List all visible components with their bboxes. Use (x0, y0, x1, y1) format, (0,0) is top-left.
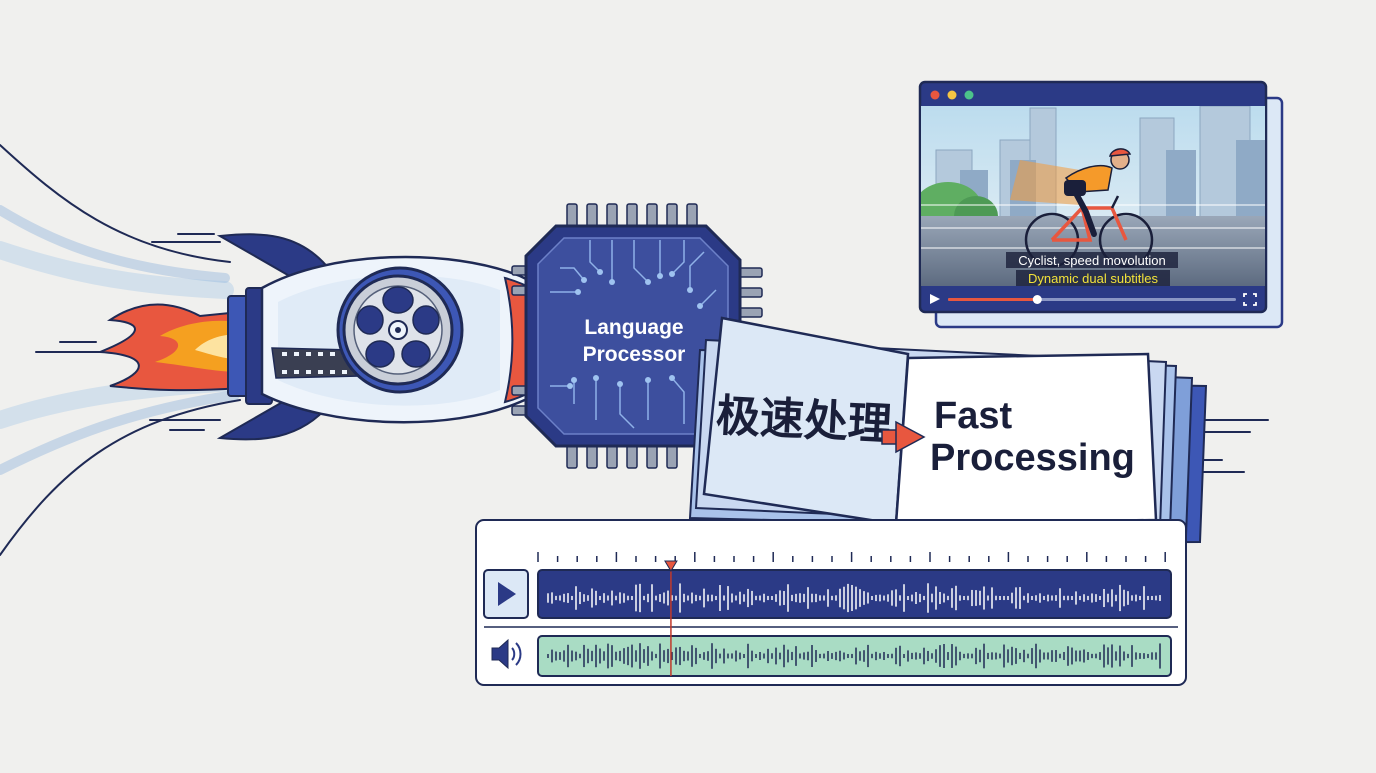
processor-label-line1: Language (584, 316, 683, 339)
video-progress-fill (948, 298, 1038, 301)
video-play-button[interactable] (930, 294, 940, 304)
translation-card: 极速处理 Fast Processing (688, 316, 1208, 546)
film-reel-icon (342, 274, 454, 386)
film-strip (271, 347, 362, 379)
playhead-marker[interactable] (664, 560, 678, 572)
speaker-icon[interactable] (491, 638, 522, 670)
window-minimize-dot[interactable] (947, 90, 957, 100)
audio-track[interactable] (537, 635, 1172, 677)
target-text-line1: Fast (934, 395, 1012, 437)
play-icon (498, 582, 516, 606)
audio-track-waveform (547, 643, 1161, 669)
play-icon (930, 294, 940, 304)
fullscreen-icon[interactable] (1243, 293, 1257, 306)
subtitle-primary: Cyclist, speed movolution (1018, 253, 1165, 268)
speed-streaks (0, 144, 1269, 556)
timeline-play-button[interactable] (483, 569, 529, 619)
arrow-right-icon (881, 420, 926, 454)
window-maximize-dot[interactable] (964, 90, 974, 100)
target-text-line2: Processing (930, 437, 1135, 479)
processor-label-line2: Processor (583, 343, 686, 366)
window-close-dot[interactable] (930, 90, 940, 100)
rocket-icon (99, 233, 578, 441)
video-progress-handle[interactable] (1032, 295, 1042, 304)
video-track-waveform (547, 583, 1161, 613)
video-track[interactable] (537, 569, 1172, 619)
video-frame[interactable] (914, 106, 1266, 286)
subtitle-secondary: Dynamic dual subtitles (1028, 271, 1159, 286)
video-player-window: Cyclist, speed movolution Dynamic dual s… (914, 80, 1284, 329)
timeline-editor (475, 519, 1187, 686)
timeline-ruler (537, 552, 1166, 562)
source-text: 极速处理 (715, 391, 893, 449)
